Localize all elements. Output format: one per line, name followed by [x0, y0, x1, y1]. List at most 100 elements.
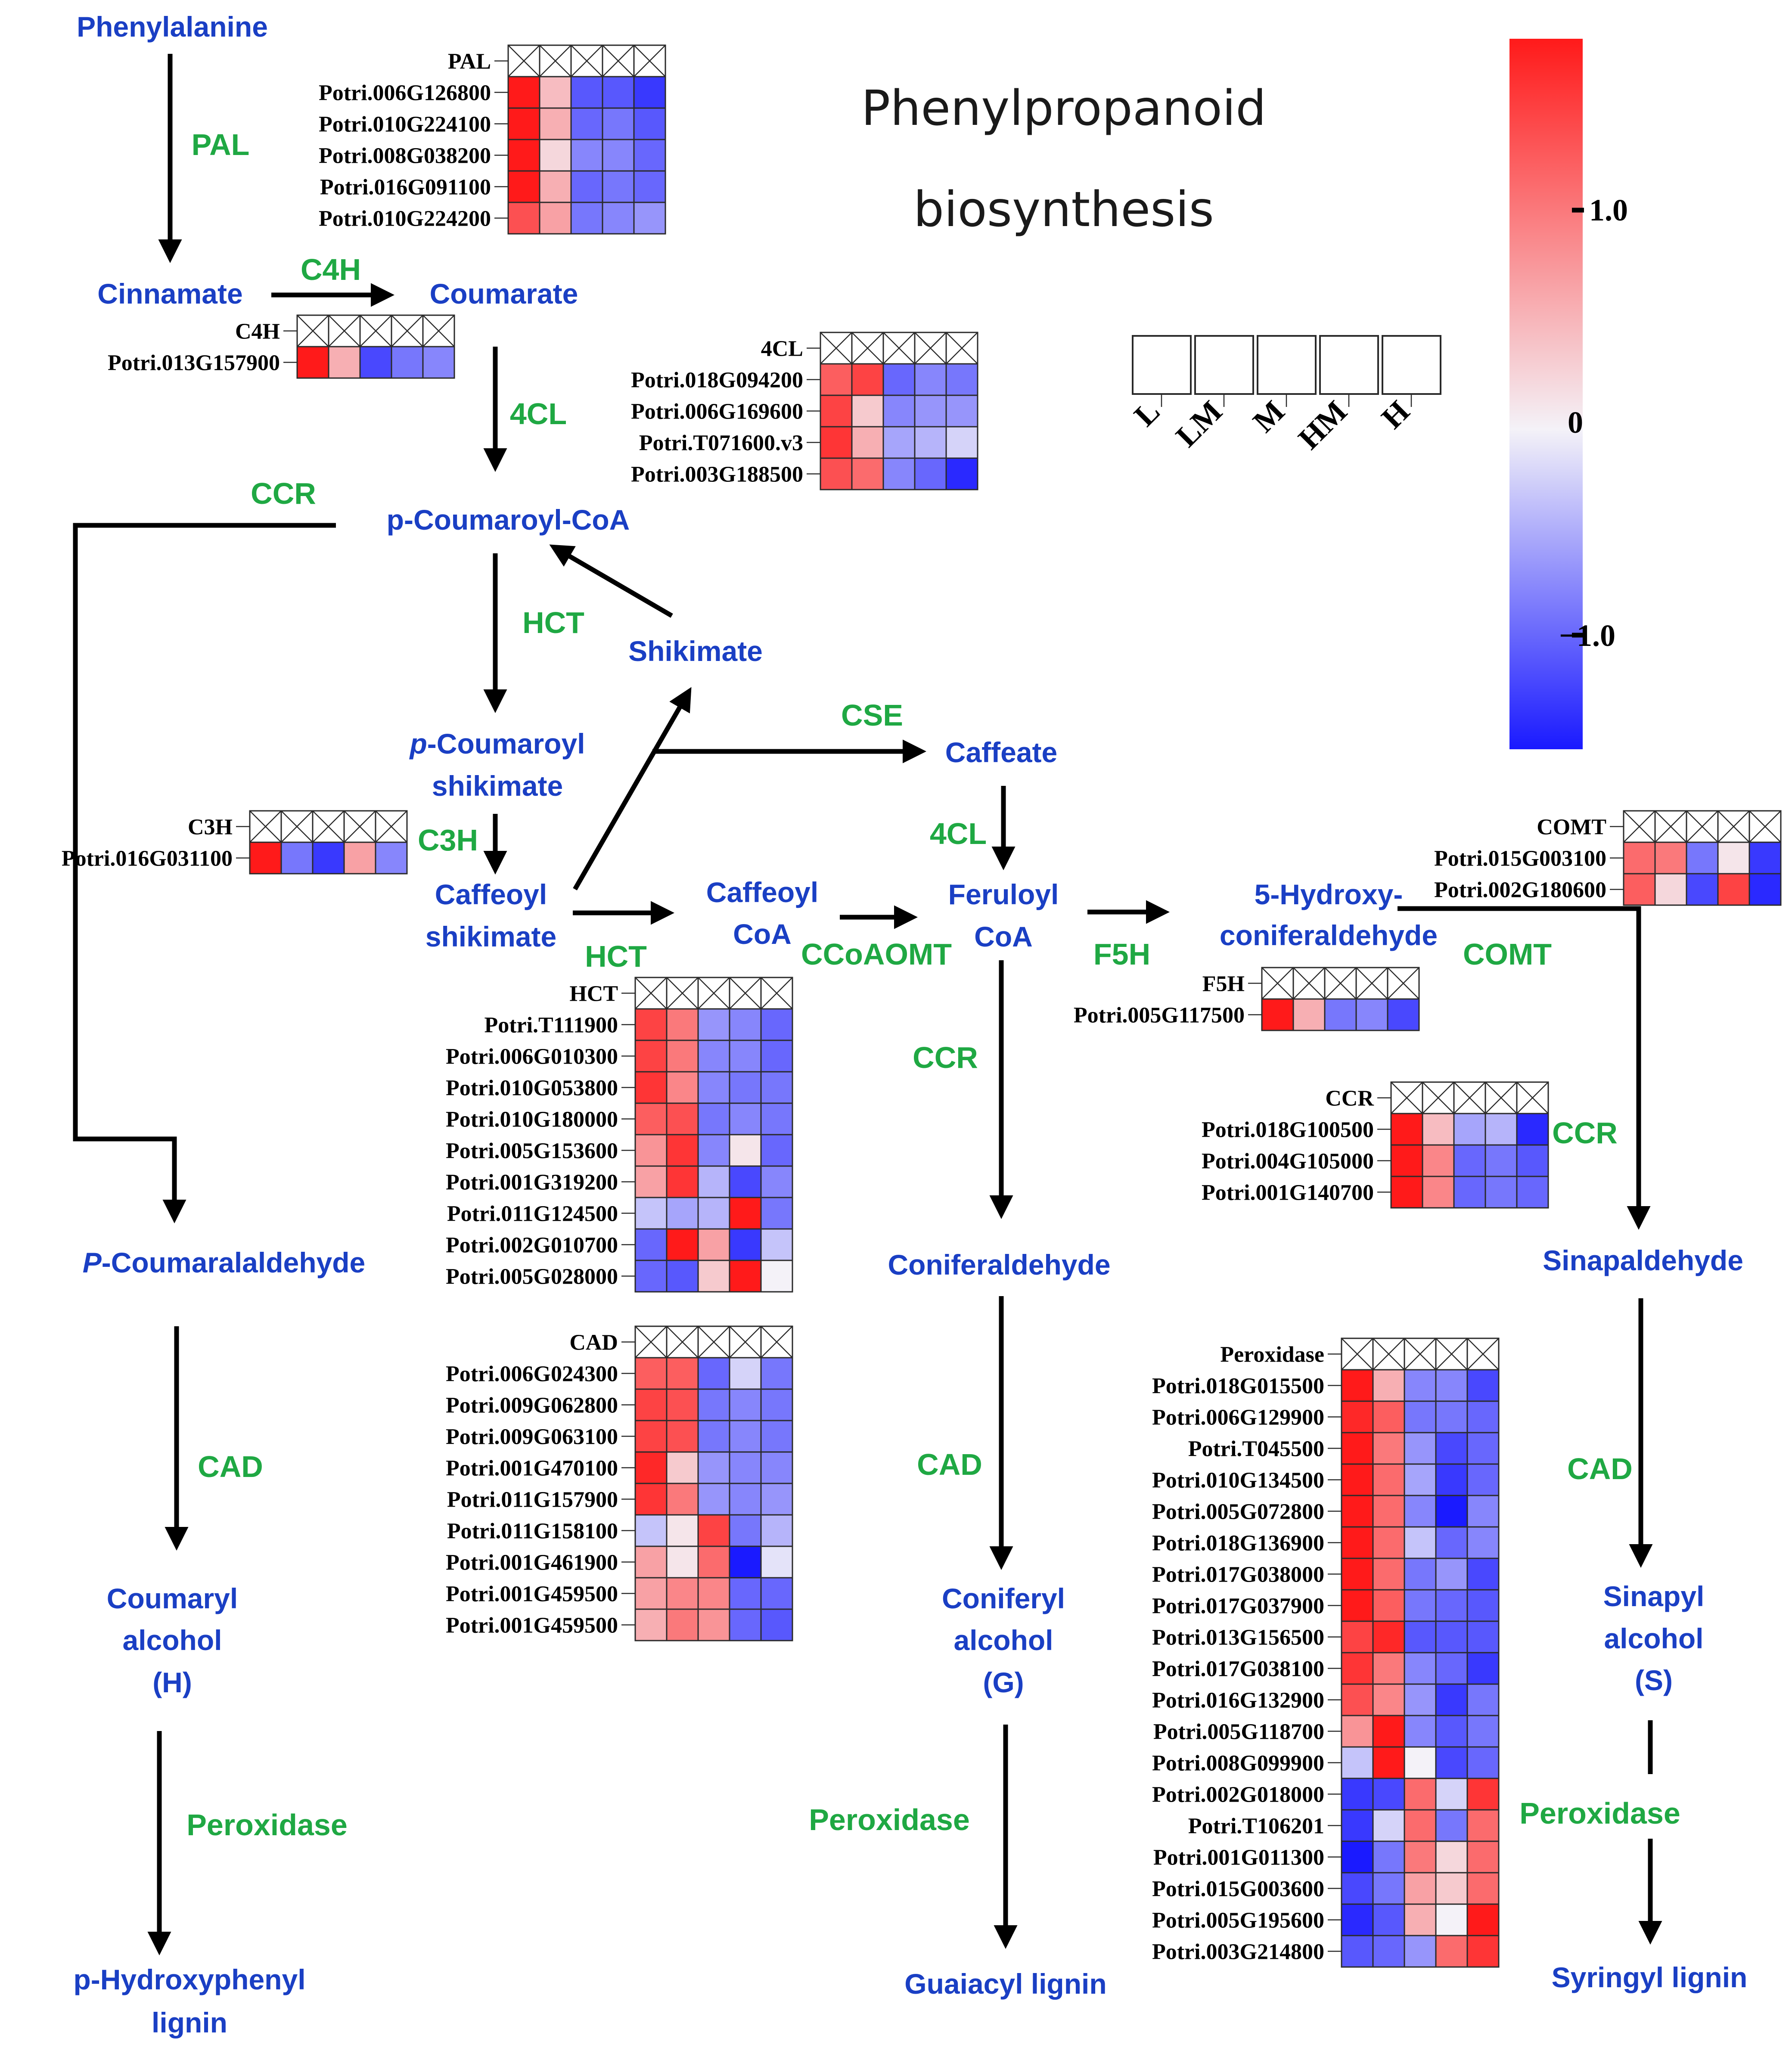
enzyme-comt: COMT	[1463, 937, 1552, 971]
heatmap-cell	[1435, 1715, 1468, 1748]
heatmap-cell	[1341, 1557, 1374, 1591]
heatmap-cell	[851, 394, 884, 428]
metabolite-sinapyl-alcohol-line2: alcohol	[1604, 1623, 1703, 1654]
heatmap-cell	[634, 1008, 668, 1041]
metabolite-coniferaldehyde: Coniferaldehyde	[888, 1249, 1110, 1281]
arrow-shikimate-coa	[549, 544, 673, 618]
heatmap-cell	[729, 1165, 762, 1198]
heatmap-cell	[666, 1608, 699, 1641]
heatmap-cell	[375, 841, 408, 875]
heatmap-cell	[1466, 1715, 1500, 1748]
heatmap-cell	[1341, 1715, 1374, 1748]
heatmap-cell	[1466, 1840, 1500, 1874]
metabolite-caffeoyl-coa: Caffeoyl	[706, 876, 818, 908]
heatmap-cell	[602, 107, 635, 140]
heatmap-cell	[666, 1357, 699, 1390]
heatmap-cell	[1372, 1495, 1405, 1528]
gene-label: Potri.013G157900	[108, 351, 280, 375]
gene-label: Potri.016G091100	[320, 175, 491, 200]
heatmap-cell	[634, 1608, 668, 1641]
heatmap-cell	[1404, 1620, 1437, 1654]
heatmap-cell	[1404, 1840, 1437, 1874]
gene-label: Potri.018G100500	[1202, 1118, 1374, 1142]
heatmap-cell	[729, 1545, 762, 1579]
enzyme-f5h: F5H	[1093, 937, 1150, 971]
heatmap-cell	[1749, 841, 1782, 875]
heatmap-cell	[1435, 1463, 1468, 1496]
heatmap-cell	[391, 346, 424, 379]
enzyme-cad-right: CAD	[1567, 1452, 1633, 1486]
heatmap-cell	[1466, 1432, 1500, 1465]
heatmap-cell	[602, 139, 635, 172]
heatmap-cad: CADPotri.006G024300Potri.009G062800Potri…	[446, 1325, 793, 1641]
enzyme-c4h: C4H	[301, 253, 361, 286]
heatmap-cell	[1466, 1935, 1500, 1968]
heatmap-cell	[570, 139, 603, 172]
heatmap-cell	[760, 1071, 793, 1104]
heatmap-cell	[697, 1260, 730, 1293]
heatmap-cell	[634, 1514, 668, 1547]
heatmap-cell	[1261, 998, 1294, 1031]
gene-label: Potri.001G319200	[446, 1170, 618, 1195]
enzyme-hct-b: HCT	[585, 940, 647, 973]
heatmap-title: COMT	[1537, 815, 1606, 840]
heatmap-cell	[697, 1451, 730, 1484]
metabolite-sinapyl-alcohol-line3: (S)	[1635, 1664, 1673, 1696]
heatmap-cell	[666, 1197, 699, 1230]
heatmap-cell	[1341, 1840, 1374, 1874]
heatmap-cell	[1435, 1432, 1468, 1465]
heatmap-cell	[1435, 1526, 1468, 1559]
metabolite-shikimate: Shikimate	[628, 635, 763, 667]
heatmap-cell	[1341, 1495, 1374, 1528]
heatmap-cell	[1341, 1526, 1374, 1559]
gene-label: Potri.005G195600	[1152, 1908, 1324, 1933]
metabolite-p-coumaralaldehyde: P-Coumaralaldehyde	[83, 1247, 366, 1278]
heatmap-cell	[760, 1420, 793, 1453]
metabolite-hydroxyconiferaldehyde-line2: coniferaldehyde	[1220, 919, 1438, 951]
heatmap-cell	[1422, 1113, 1455, 1146]
gene-label: Potri.016G031100	[62, 847, 233, 871]
heatmap-cell	[249, 841, 282, 875]
metabolite-h-lignin: p-Hydroxyphenyl	[73, 1964, 305, 1995]
heatmap-cell	[634, 1357, 668, 1390]
heatmap-cell	[697, 1577, 730, 1610]
heatmap-cell	[760, 1260, 793, 1293]
heatmap-perox: PeroxidasePotri.018G015500Potri.006G1299…	[1152, 1337, 1500, 1968]
heatmap-cell	[1341, 1432, 1374, 1465]
heatmap-cell	[697, 1165, 730, 1198]
gene-label: Potri.T111900	[484, 1013, 618, 1038]
heatmap-cell	[760, 1008, 793, 1041]
heatmap-cell	[820, 363, 853, 396]
heatmap-cell	[760, 1514, 793, 1547]
heatmap-cell	[1292, 998, 1326, 1031]
gene-label: Potri.002G010700	[446, 1233, 618, 1258]
heatmap-cell	[1453, 1176, 1486, 1209]
enzyme-cad-mid: CAD	[917, 1448, 982, 1481]
metabolite-coniferyl-alcohol: Coniferyl	[942, 1582, 1065, 1614]
heatmap-cell	[697, 1545, 730, 1579]
heatmap-cell	[666, 1228, 699, 1261]
heatmap-cell	[1435, 1903, 1468, 1936]
heatmap-cell	[945, 426, 978, 459]
heatmap-cell	[729, 1228, 762, 1261]
heatmap-cell	[1404, 1463, 1437, 1496]
heatmap-cell	[666, 1420, 699, 1453]
heatmap-cell	[729, 1071, 762, 1104]
heatmap-cell	[1372, 1652, 1405, 1685]
heatmap-cell	[1341, 1872, 1374, 1905]
heatmap-cell	[945, 363, 978, 396]
heatmap-cell	[1404, 1589, 1437, 1622]
heatmap-cell	[666, 1545, 699, 1579]
heatmap-cell	[697, 1420, 730, 1453]
enzyme-4cl-b: 4CL	[930, 817, 987, 850]
heatmap-cell	[1717, 873, 1750, 906]
heatmap-cell	[760, 1388, 793, 1421]
gene-label: Potri.018G136900	[1152, 1531, 1324, 1556]
sample-legend: L LM M HM H	[1127, 335, 1441, 456]
heatmap-cell	[760, 1039, 793, 1073]
colorbar: 1.0 0 −1.0	[1509, 39, 1628, 749]
heatmap-cell	[1341, 1620, 1374, 1654]
heatmap-cell	[729, 1102, 762, 1136]
heatmap-cell	[1435, 1935, 1468, 1968]
